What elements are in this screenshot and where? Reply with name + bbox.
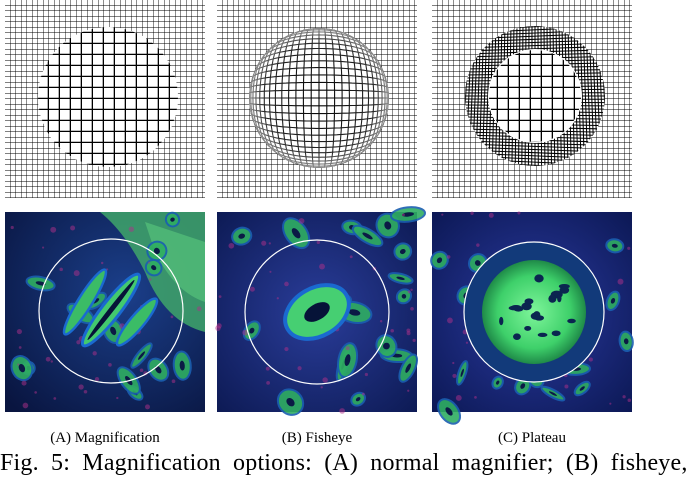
tissue-plateau-image: [430, 211, 634, 425]
figure-caption: Fig. 5: Magnification options: (A) norma…: [0, 450, 688, 476]
grid-magnification-image: [5, 0, 205, 198]
panel-a-label: (A) Magnification: [50, 430, 160, 446]
panel-b-label: (B) Fisheye: [281, 430, 353, 446]
tissue-fisheye-image: [215, 206, 427, 416]
grid-plateau-image: [432, 0, 632, 198]
grid-fisheye-image: [217, 0, 417, 198]
panel-c-label: (C) Plateau: [498, 430, 566, 446]
tissue-magnification-image: [5, 211, 205, 412]
